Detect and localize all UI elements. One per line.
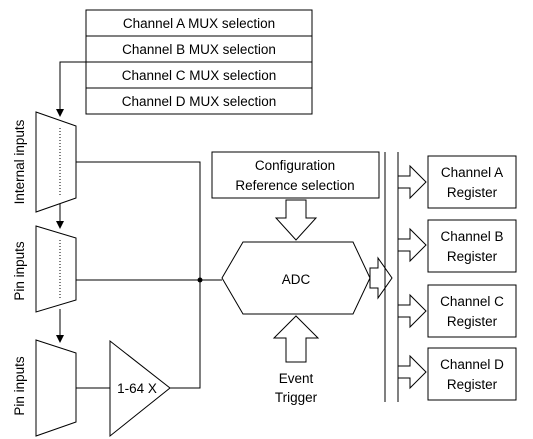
adc-output-arrow — [369, 256, 393, 300]
junction-dot — [197, 277, 203, 283]
register-c-line2: Register — [447, 314, 498, 329]
register-b: Channel B Register — [427, 219, 517, 273]
register-c-line1: Channel C — [440, 294, 504, 309]
register-a-line1: Channel A — [441, 165, 503, 180]
mux-pin-1-label: Pin inputs — [12, 241, 27, 301]
control-arrowhead-1 — [56, 109, 64, 117]
register-b-arrow — [397, 227, 427, 263]
mux-selection-c-box — [85, 61, 313, 89]
config-line2: Reference selection — [235, 178, 354, 193]
mux-selection-d-label: Channel D MUX selection — [122, 94, 277, 109]
register-d-line1: Channel D — [440, 357, 504, 372]
mux-pin-2-label: Pin inputs — [12, 356, 27, 416]
signal-wires — [76, 161, 222, 389]
config-arrow — [274, 199, 318, 241]
control-arrowhead-2 — [56, 221, 64, 229]
register-c-arrow — [397, 293, 427, 329]
mux-selection-b-box — [85, 35, 313, 63]
configuration-box: Configuration Reference selection — [211, 151, 380, 199]
control-arrowhead-3 — [56, 335, 64, 343]
gain-label: 1-64 X — [117, 381, 157, 396]
mux-selection-table: Channel A MUX selection Channel B MUX se… — [85, 9, 313, 115]
adc-block: ADC — [221, 241, 371, 315]
register-c: Channel C Register — [427, 284, 517, 338]
mux-selection-a-label: Channel A MUX selection — [123, 16, 275, 31]
mux-pin-2: Pin inputs — [12, 339, 77, 437]
mux-internal-label: Internal inputs — [12, 119, 27, 204]
event-line1: Event — [279, 371, 314, 386]
output-bus — [384, 152, 399, 402]
register-b-line1: Channel B — [440, 229, 503, 244]
mux-selection-b-label: Channel B MUX selection — [122, 42, 276, 57]
register-a: Channel A Register — [427, 155, 517, 209]
register-d: Channel D Register — [427, 347, 517, 401]
mux-control-line — [56, 61, 86, 343]
register-a-arrow — [397, 164, 427, 200]
register-b-line2: Register — [447, 249, 498, 264]
register-d-line2: Register — [447, 377, 498, 392]
mux-selection-c-label: Channel C MUX selection — [122, 68, 277, 83]
event-line2: Trigger — [275, 390, 318, 405]
mux-selection-a-box — [85, 9, 313, 37]
adc-label: ADC — [282, 272, 311, 287]
mux-pin-1: Pin inputs — [12, 225, 77, 313]
register-d-arrow — [397, 354, 427, 390]
config-line1: Configuration — [255, 158, 335, 173]
register-a-line2: Register — [447, 185, 498, 200]
mux-selection-d-box — [85, 87, 313, 115]
event-trigger-arrow — [272, 315, 320, 363]
mux-internal: Internal inputs — [12, 111, 77, 213]
gain-amplifier: 1-64 X — [109, 339, 171, 438]
